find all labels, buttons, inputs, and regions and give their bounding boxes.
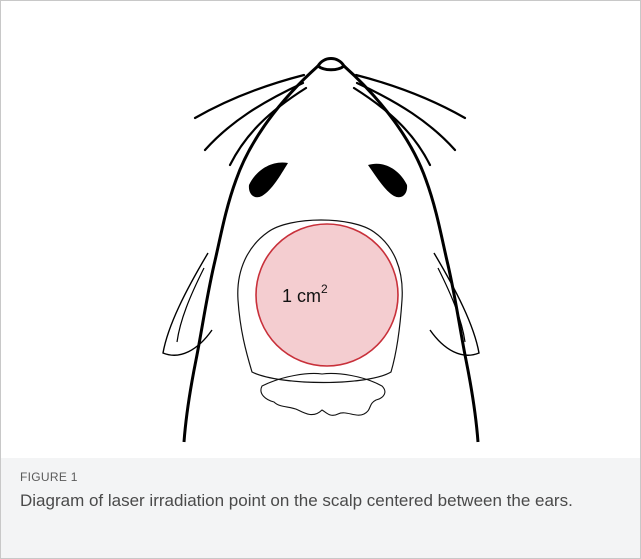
- whiskers: [195, 75, 465, 165]
- right-eye: [368, 164, 407, 198]
- irradiation-area-value: 1 cm: [282, 286, 321, 306]
- left-eye: [249, 162, 288, 197]
- figure-label: FIGURE 1: [20, 470, 78, 484]
- figure-caption: Diagram of laser irradiation point on th…: [20, 488, 620, 513]
- rat-head-diagram: 1 cm2: [0, 0, 641, 460]
- nose: [318, 59, 344, 70]
- irradiation-area-exponent: 2: [321, 282, 328, 296]
